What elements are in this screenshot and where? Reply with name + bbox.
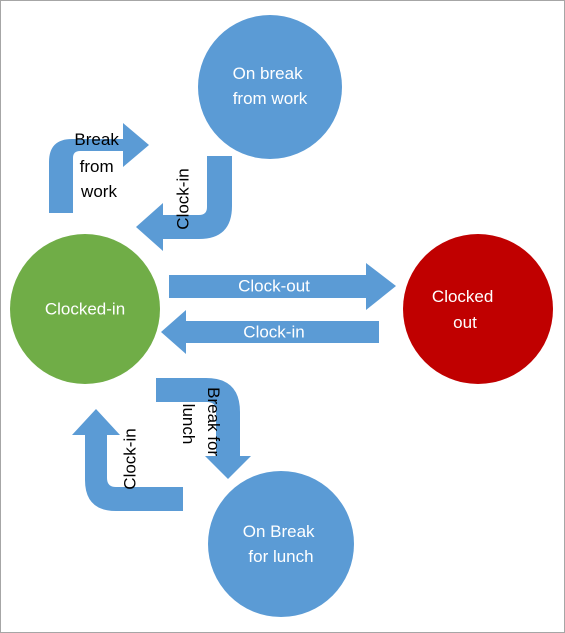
node-on-break-for-lunch-line2: for lunch	[248, 547, 313, 566]
arrow-break-from-work-line2: from	[80, 157, 114, 176]
node-on-break-from-work: On break from work	[198, 15, 342, 159]
arrow-break-for-lunch-line2: lunch	[179, 404, 198, 445]
arrow-break-from-work-shape	[49, 123, 149, 213]
node-on-break-from-work-line2: from work	[233, 89, 308, 108]
node-clocked-out: Clocked out	[403, 234, 553, 384]
arrow-clock-in-from-work-break-label: Clock-in	[173, 168, 192, 229]
arrow-clock-in-from-lunch: Clock-in	[72, 409, 183, 511]
node-on-break-from-work-line1: On break	[233, 64, 303, 83]
node-on-break-for-lunch-shape	[208, 471, 354, 617]
node-clocked-out-shape	[403, 234, 553, 384]
node-on-break-from-work-shape	[198, 15, 342, 159]
arrow-break-from-work-line1: Break	[74, 130, 119, 149]
arrow-clock-in-from-out-label: Clock-in	[243, 322, 304, 341]
arrow-break-for-lunch: Break for lunch	[156, 378, 251, 479]
node-on-break-for-lunch-label: On Break for lunch	[243, 522, 320, 566]
arrow-clock-in-from-out: Clock-in	[161, 310, 379, 354]
arrow-clock-out-shape	[169, 263, 396, 310]
node-on-break-for-lunch-line1: On Break	[243, 522, 315, 541]
arrow-clock-in-from-lunch-shape	[72, 409, 183, 511]
arrow-break-for-lunch-shape	[156, 378, 251, 479]
arrow-break-for-lunch-line1: Break for	[204, 387, 223, 456]
node-on-break-for-lunch: On Break for lunch	[208, 471, 354, 617]
arrow-break-from-work-line3: work	[80, 182, 117, 201]
arrow-clock-in-from-out-shape	[161, 310, 379, 354]
arrow-clock-out: Clock-out	[169, 263, 396, 310]
arrow-clock-out-label: Clock-out	[238, 276, 310, 295]
arrow-clock-in-from-lunch-label: Clock-in	[120, 428, 139, 489]
node-clocked-out-line1: Clocked	[432, 287, 493, 306]
arrow-break-from-work-label: Break from work	[74, 130, 123, 201]
node-clocked-in-shape	[10, 234, 160, 384]
node-clocked-in: Clocked-in	[10, 234, 160, 384]
node-clocked-in-label: Clocked-in	[45, 299, 125, 318]
node-clocked-out-line2: out	[453, 313, 477, 332]
node-clocked-out-label: Clocked out	[432, 287, 498, 332]
node-on-break-from-work-label: On break from work	[233, 64, 308, 108]
arrow-clock-in-from-work-break: Clock-in	[136, 156, 232, 251]
arrow-clock-in-from-work-break-shape	[136, 156, 232, 251]
arrow-break-for-lunch-label: Break for lunch	[179, 387, 223, 461]
arrow-break-from-work: Break from work	[49, 123, 149, 213]
